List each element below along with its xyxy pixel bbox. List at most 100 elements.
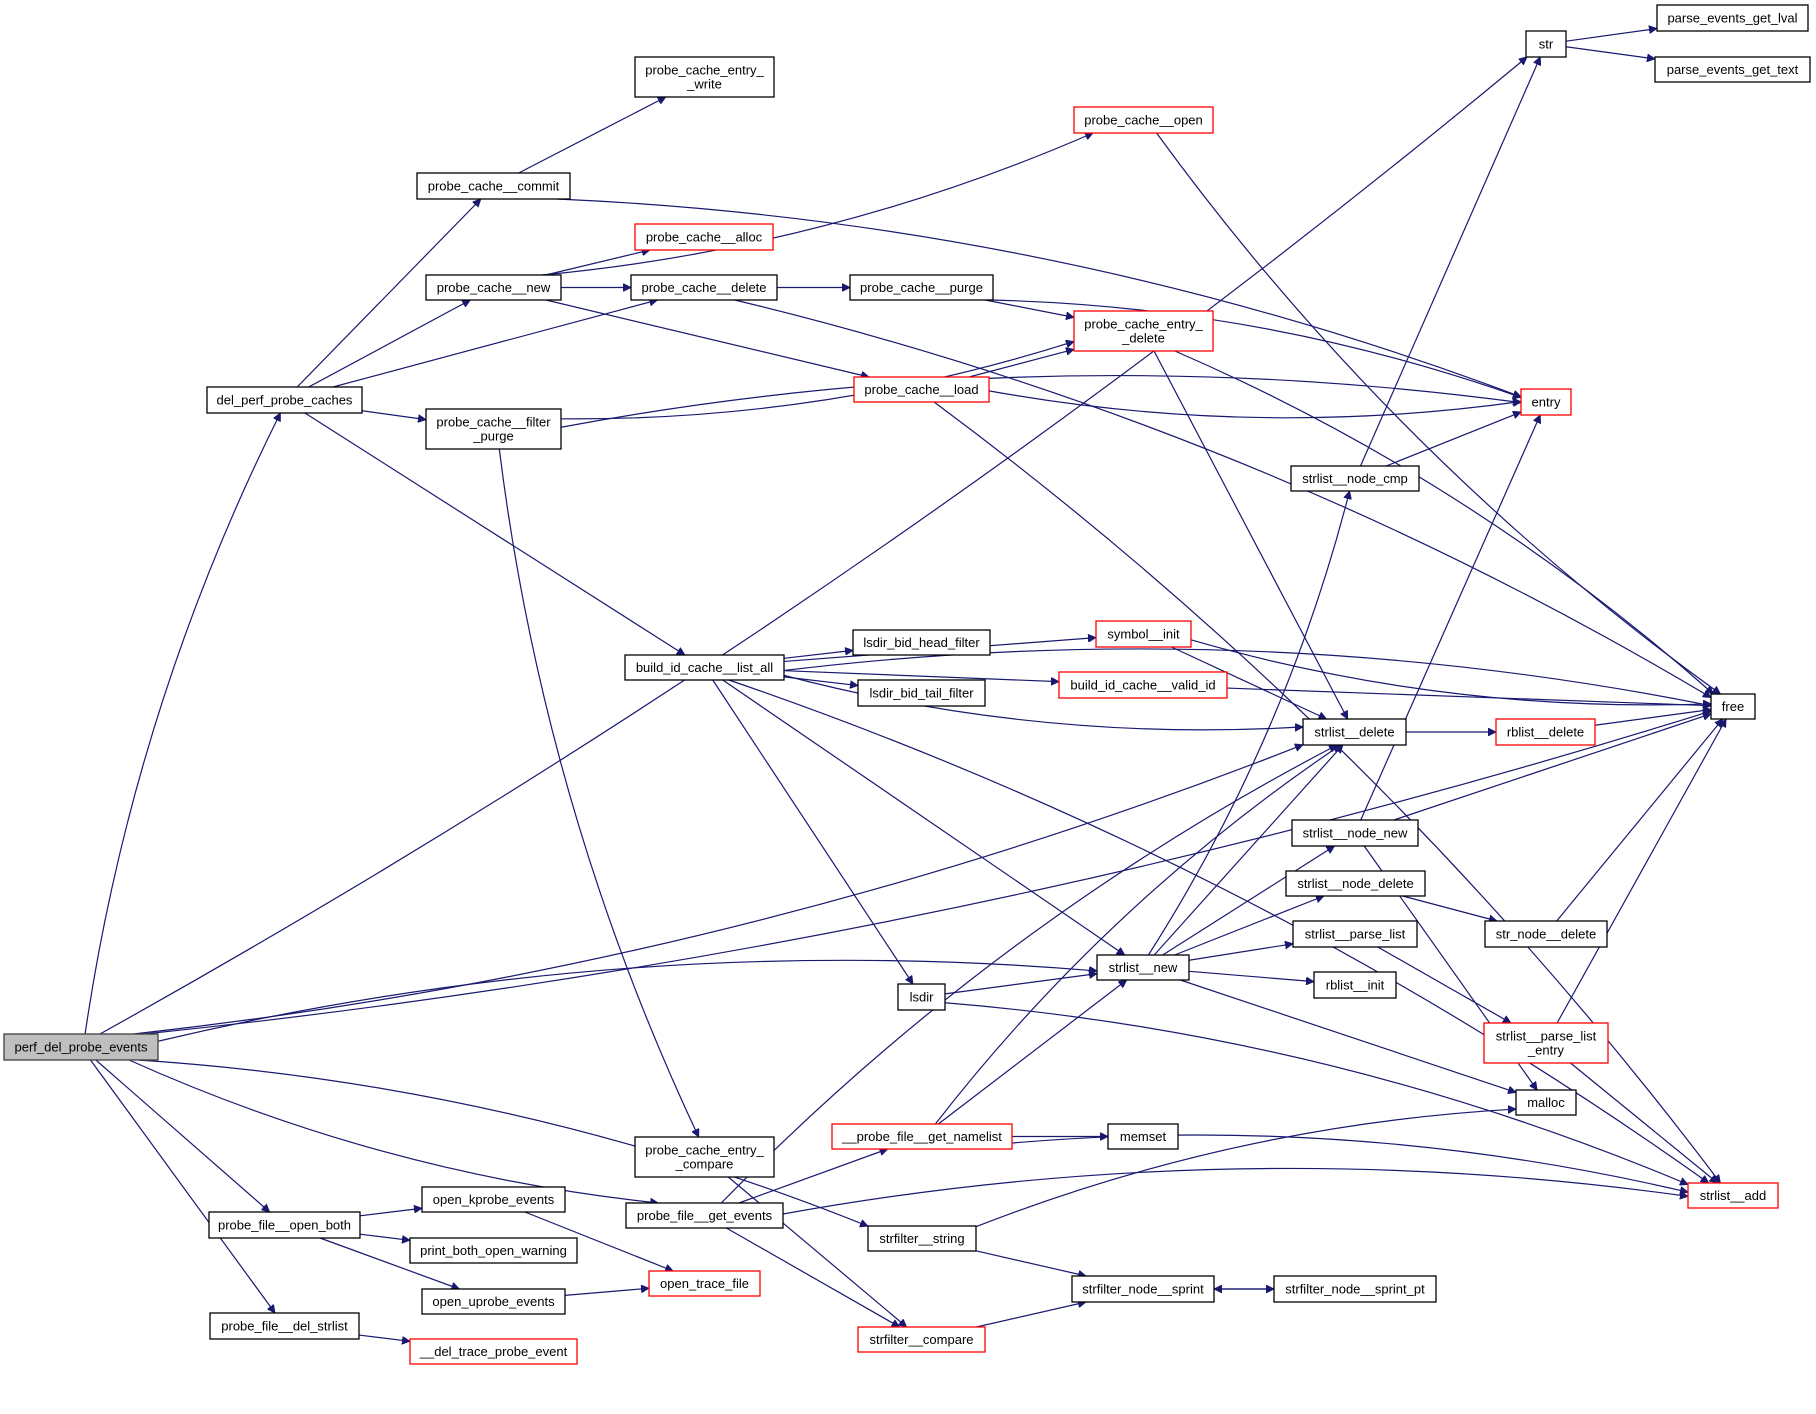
node-box[interactable] — [1302, 718, 1407, 746]
node-box[interactable] — [857, 679, 986, 707]
node-box[interactable] — [1710, 693, 1756, 720]
node-strfilter__compare[interactable]: strfilter__compare — [857, 1326, 986, 1353]
node-box[interactable] — [1292, 920, 1418, 948]
node-open_kprobe_events[interactable]: open_kprobe_events — [421, 1186, 566, 1213]
node-strlist__parse_list[interactable]: strlist__parse_list — [1292, 920, 1418, 948]
node-malloc[interactable]: malloc — [1515, 1089, 1577, 1116]
node-__probe_file__get_namelist[interactable]: __probe_file__get_namelist — [831, 1123, 1013, 1150]
node-box[interactable] — [1656, 4, 1809, 32]
node-parse_events_get_lval[interactable]: parse_events_get_lval — [1656, 4, 1809, 32]
node-probe_file__get_events[interactable]: probe_file__get_events — [625, 1202, 784, 1229]
node-box[interactable] — [852, 629, 991, 656]
node-box[interactable] — [206, 386, 363, 414]
node-box[interactable] — [425, 408, 562, 450]
node-strfilter_node__sprint_pt[interactable]: strfilter_node__sprint_pt — [1273, 1275, 1437, 1303]
node-rblist__delete[interactable]: rblist__delete — [1495, 718, 1596, 746]
node-memset[interactable]: memset — [1107, 1123, 1179, 1150]
node-probe_file__open_both[interactable]: probe_file__open_both — [208, 1211, 361, 1239]
node-box[interactable] — [1525, 30, 1567, 58]
node-box[interactable] — [1073, 310, 1214, 352]
node-box[interactable] — [208, 1211, 361, 1239]
node-box[interactable] — [1520, 388, 1572, 416]
node-box[interactable] — [1273, 1275, 1437, 1303]
node-probe_cache_entry__compare[interactable]: probe_cache_entry__compare — [634, 1136, 775, 1178]
node-box[interactable] — [421, 1288, 566, 1315]
node-box[interactable] — [1654, 56, 1811, 83]
node-box[interactable] — [1484, 920, 1608, 948]
node-probe_cache__new[interactable]: probe_cache__new — [425, 274, 562, 301]
node-probe_cache__delete[interactable]: probe_cache__delete — [630, 274, 778, 301]
node-box[interactable] — [857, 1326, 986, 1353]
node-box[interactable] — [1095, 620, 1192, 648]
node-box[interactable] — [634, 56, 775, 98]
node-box[interactable] — [1495, 718, 1596, 746]
node-__del_trace_probe_event[interactable]: __del_trace_probe_event — [409, 1338, 578, 1365]
node-str[interactable]: str — [1525, 30, 1567, 58]
node-strlist__delete[interactable]: strlist__delete — [1302, 718, 1407, 746]
node-box[interactable] — [1096, 954, 1190, 981]
node-box[interactable] — [409, 1338, 578, 1365]
node-box[interactable] — [634, 1136, 775, 1178]
node-probe_cache__alloc[interactable]: probe_cache__alloc — [634, 223, 774, 251]
node-box[interactable] — [1285, 870, 1426, 897]
node-strlist__node_delete[interactable]: strlist__node_delete — [1285, 870, 1426, 897]
node-lsdir_bid_head_filter[interactable]: lsdir_bid_head_filter — [852, 629, 991, 656]
node-lsdir[interactable]: lsdir — [897, 983, 946, 1011]
node-entry[interactable]: entry — [1520, 388, 1572, 416]
node-box[interactable] — [634, 223, 774, 251]
node-box[interactable] — [897, 983, 946, 1011]
node-box[interactable] — [867, 1225, 977, 1252]
node-print_both_open_warning[interactable]: print_both_open_warning — [409, 1237, 578, 1264]
node-box[interactable] — [624, 654, 785, 681]
node-box[interactable] — [1073, 106, 1214, 134]
node-strlist__parse_list_entry[interactable]: strlist__parse_list_entry — [1483, 1022, 1609, 1064]
node-box[interactable] — [630, 274, 778, 301]
node-box[interactable] — [1291, 819, 1419, 847]
node-box[interactable] — [409, 1237, 578, 1264]
node-box[interactable] — [849, 274, 994, 301]
node-box[interactable] — [1290, 465, 1420, 492]
node-open_uprobe_events[interactable]: open_uprobe_events — [421, 1288, 566, 1315]
node-strfilter__string[interactable]: strfilter__string — [867, 1225, 977, 1252]
node-strlist__node_new[interactable]: strlist__node_new — [1291, 819, 1419, 847]
node-str_node__delete[interactable]: str_node__delete — [1484, 920, 1608, 948]
node-box[interactable] — [1515, 1089, 1577, 1116]
node-parse_events_get_text[interactable]: parse_events_get_text — [1654, 56, 1811, 83]
node-rblist__init[interactable]: rblist__init — [1313, 971, 1397, 999]
node-box[interactable] — [1313, 971, 1397, 999]
node-box[interactable] — [1071, 1275, 1215, 1303]
node-probe_cache__open[interactable]: probe_cache__open — [1073, 106, 1214, 134]
node-strlist__node_cmp[interactable]: strlist__node_cmp — [1290, 465, 1420, 492]
node-box[interactable] — [421, 1186, 566, 1213]
node-box[interactable] — [1483, 1022, 1609, 1064]
node-perf_del_probe_events[interactable]: perf_del_probe_events — [3, 1033, 159, 1061]
node-probe_cache__commit[interactable]: probe_cache__commit — [416, 172, 571, 200]
node-strlist__new[interactable]: strlist__new — [1096, 954, 1190, 981]
node-probe_cache_entry__delete[interactable]: probe_cache_entry__delete — [1073, 310, 1214, 352]
node-box[interactable] — [853, 376, 990, 403]
node-build_id_cache__valid_id[interactable]: build_id_cache__valid_id — [1058, 671, 1228, 699]
node-box[interactable] — [1107, 1123, 1179, 1150]
node-box[interactable] — [1687, 1182, 1779, 1209]
node-box[interactable] — [1058, 671, 1228, 699]
node-probe_file__del_strlist[interactable]: probe_file__del_strlist — [209, 1312, 360, 1340]
node-box[interactable] — [209, 1312, 360, 1340]
node-symbol__init[interactable]: symbol__init — [1095, 620, 1192, 648]
node-open_trace_file[interactable]: open_trace_file — [648, 1270, 761, 1297]
node-lsdir_bid_tail_filter[interactable]: lsdir_bid_tail_filter — [857, 679, 986, 707]
node-free[interactable]: free — [1710, 693, 1756, 720]
node-strlist__add[interactable]: strlist__add — [1687, 1182, 1779, 1209]
node-probe_cache_entry__write[interactable]: probe_cache_entry__write — [634, 56, 775, 98]
node-probe_cache__load[interactable]: probe_cache__load — [853, 376, 990, 403]
node-box[interactable] — [425, 274, 562, 301]
node-probe_cache__filter_purge[interactable]: probe_cache__filter_purge — [425, 408, 562, 450]
node-strfilter_node__sprint[interactable]: strfilter_node__sprint — [1071, 1275, 1215, 1303]
node-box[interactable] — [831, 1123, 1013, 1150]
node-box[interactable] — [3, 1033, 159, 1061]
node-box[interactable] — [625, 1202, 784, 1229]
node-probe_cache__purge[interactable]: probe_cache__purge — [849, 274, 994, 301]
node-box[interactable] — [648, 1270, 761, 1297]
node-build_id_cache__list_all[interactable]: build_id_cache__list_all — [624, 654, 785, 681]
node-box[interactable] — [416, 172, 571, 200]
node-del_perf_probe_caches[interactable]: del_perf_probe_caches — [206, 386, 363, 414]
